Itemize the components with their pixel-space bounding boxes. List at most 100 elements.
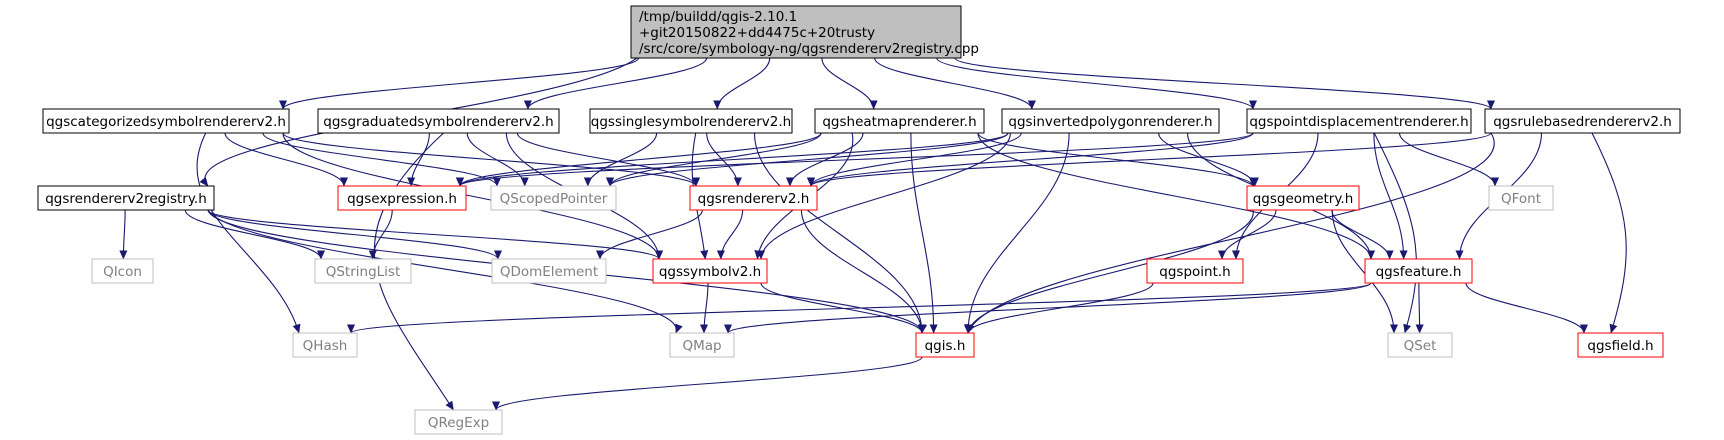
edge-rendv2-sym [716,209,744,260]
edge-single-qgis [753,132,927,334]
edge-sym-map [699,282,709,334]
node-grad[interactable]: qgsgraduatedsymbolrendererv2.h [317,108,560,134]
node-box-strlist [314,258,412,284]
node-strlist[interactable]: QStringList [314,258,412,284]
edge-reg-dom [207,209,502,260]
node-label-hash: QHash [303,338,348,354]
edge-root-heat [821,57,878,110]
node-point[interactable]: qgspoint.h [1146,258,1244,284]
node-box-single [589,108,793,134]
node-rule[interactable]: qgsrulebasedrendererv2.h [1484,108,1681,134]
node-icon[interactable]: QIcon [91,258,154,284]
node-regexp[interactable]: QRegExp [414,409,503,435]
edge-qgis-regexp [492,356,923,411]
edge-root-single [713,57,771,110]
edge-cat-expr [224,132,349,187]
edge-inv-expr [456,132,1009,187]
edge-rule-qgis [967,132,1495,334]
node-box-heat [814,108,985,134]
node-label-icon: QIcon [103,264,142,280]
node-box-feat [1364,258,1473,284]
edge-grad-rendv2 [516,132,700,187]
edge-feat-hash [347,282,1372,334]
node-dom[interactable]: QDomElement [491,258,607,284]
node-box-map [669,332,735,358]
node-label-cat: qgscategorizedsymbolrendererv2.h [46,114,286,130]
node-box-rendv2 [689,185,818,211]
node-pd[interactable]: qgspointdisplacementrenderer.h [1246,108,1472,134]
node-box-reg [37,185,215,211]
edge-pd-font [1398,132,1500,187]
node-label-expr: qgsexpression.h [347,191,457,207]
node-label-map: QMap [682,338,721,354]
node-label-reg: qgsrendererv2registry.h [45,191,207,207]
node-heat[interactable]: qgsheatmaprenderer.h [814,108,985,134]
node-label-set: QSet [1404,338,1437,354]
node-label-geom: qgsgeometry.h [1253,191,1354,207]
edge-single-scoped [583,132,658,187]
edge-pd-rendv2 [807,132,1254,187]
node-label-single: qgssinglesymbolrendererv2.h [591,114,791,130]
node-qgis[interactable]: qgis.h [915,332,975,358]
node-box-inv [1001,108,1220,134]
node-box-grad [317,108,560,134]
edge-cat-sym [282,132,663,260]
edge-rule-rendv2 [807,132,1492,187]
edge-pd-feat [1373,132,1408,260]
node-hash[interactable]: QHash [292,332,358,358]
edge-root-cat [279,57,640,110]
node-set[interactable]: QSet [1387,332,1453,358]
edge-reg-icon [119,209,128,260]
edge-root-rule [954,57,1495,110]
node-box-icon [91,258,154,284]
node-label-inv: qgsinvertedpolygonrenderer.h [1008,114,1212,130]
node-inv[interactable]: qgsinvertedpolygonrenderer.h [1001,108,1220,134]
node-geom[interactable]: qgsgeometry.h [1246,185,1360,211]
edge-rendv2-dom [595,209,703,260]
edge-feat-set [1415,282,1424,334]
node-box-hash [292,332,358,358]
edge-reg-strlist [184,209,325,260]
edges-layer [119,57,1627,411]
edge-inv-scoped [606,132,1009,187]
node-label-regexp: QRegExp [428,415,489,431]
node-single[interactable]: qgssinglesymbolrendererv2.h [589,108,793,134]
node-box-qgis [915,332,975,358]
node-box-font [1488,185,1554,211]
edge-single-rendv2 [706,132,742,187]
node-scoped[interactable]: QScopedPointer [490,185,617,211]
edge-geom-set [1331,209,1399,334]
node-label-qgis: qgis.h [925,338,966,354]
node-map[interactable]: QMap [669,332,735,358]
node-sym[interactable]: qgssymbolv2.h [652,258,768,284]
edge-reg-sym [207,209,663,260]
node-box-set [1387,332,1453,358]
edge-grad-expr [407,132,430,187]
node-cat[interactable]: qgscategorizedsymbolrendererv2.h [42,108,290,134]
node-box-pd [1246,108,1472,134]
node-field[interactable]: qgsfield.h [1577,332,1664,358]
node-box-scoped [490,185,617,211]
node-box-sym [652,258,768,284]
nodes-layer: /tmp/buildd/qgis-2.10.1+git20150822+dd44… [37,5,1681,435]
node-label-root-line-2: /src/core/symbology-ng/qgsrendererv2regi… [639,41,979,57]
node-label-scoped: QScopedPointer [500,191,608,207]
node-font[interactable]: QFont [1488,185,1554,211]
edge-pd-set [1373,132,1417,334]
node-label-dom: QDomElement [500,264,598,280]
node-label-feat: qgsfeature.h [1376,264,1462,280]
node-label-field: qgsfield.h [1587,338,1653,354]
edge-pd-expr [456,132,1254,187]
edge-cat-hash [196,132,301,334]
node-rendv2[interactable]: qgsrendererv2.h [689,185,818,211]
edge-root-inv [874,57,1036,110]
edge-feat-map [724,282,1372,334]
edge-feat-field [1465,282,1588,334]
node-root: /tmp/buildd/qgis-2.10.1+git20150822+dd44… [630,5,979,59]
edge-cat-scoped [262,132,501,187]
node-label-font: QFont [1501,191,1541,207]
node-box-field [1577,332,1664,358]
node-expr[interactable]: qgsexpression.h [337,185,467,211]
node-reg[interactable]: qgsrendererv2registry.h [37,185,215,211]
node-feat[interactable]: qgsfeature.h [1364,258,1473,284]
